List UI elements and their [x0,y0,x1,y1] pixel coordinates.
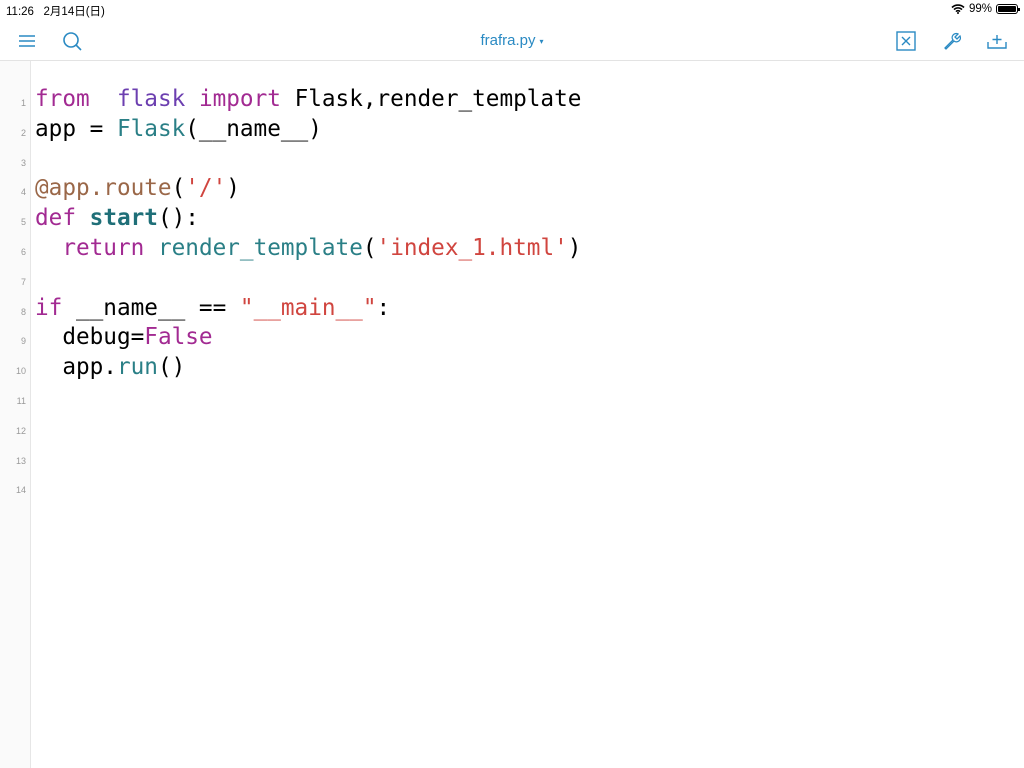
code-text: @app.route('/') [35,174,240,204]
code-token: run [116,354,158,381]
code-line[interactable]: 8 if __name__ == "__main__": [0,294,1024,324]
code-line[interactable]: 3 [0,145,1024,175]
line-number: 6 [20,246,26,257]
line-number: 13 [15,455,26,466]
code-token: ) [226,175,240,202]
code-token: ( [362,234,377,261]
date: 2月14日(日) [43,6,105,18]
code-token [90,86,117,112]
close-file-icon[interactable] [895,30,917,52]
code-text: app = Flask(__name__) [35,115,322,145]
code-token: ) [567,234,582,261]
wifi-icon [951,4,965,14]
code-token: app. [35,354,117,381]
line-number: 12 [15,425,26,436]
battery-icon [996,4,1020,14]
code-text: return render_template('index_1.html') [35,234,581,264]
code-line[interactable]: 10 app.run() [0,353,1024,383]
battery-percent: 99% [968,3,992,15]
wrench-icon[interactable] [941,30,963,52]
status-time: 11:26 2月14日(日) [6,3,105,19]
dropdown-caret-icon[interactable]: ▾ [539,36,544,46]
line-number: 11 [16,395,26,406]
line-number: 9 [20,336,26,347]
line-number: 2 [20,127,26,138]
code-token [185,86,199,112]
code-token: render_template [157,234,363,261]
code-line[interactable]: 14 [0,472,1024,502]
code-token: () [157,354,186,381]
code-token: @app.route [35,175,172,202]
code-line[interactable]: 7 [0,264,1024,294]
code-text: def start(): [35,204,199,234]
menu-icon[interactable] [16,30,38,52]
code-token: __name__ == [62,294,240,321]
code-token [144,235,158,261]
code-token: app = [35,115,117,142]
code-token: 'index_1.html' [376,234,568,261]
code-text: if __name__ == "__main__": [35,294,390,324]
time: 11:26 [6,6,34,18]
code-token: False [144,324,213,351]
line-number: 14 [15,485,26,496]
code-text: from flask import Flask,render_template [35,85,581,115]
code-token: "__main__" [239,294,377,321]
toolbar: frafra.py▾ [0,20,1024,61]
search-icon[interactable] [61,30,83,52]
line-number: 10 [15,366,26,377]
line-number: 3 [20,157,26,168]
line-number: 5 [20,217,26,228]
file-title[interactable]: frafra.py▾ [0,32,1024,49]
code-token: import [198,86,281,112]
code-token [76,205,90,231]
code-text: debug=False [35,323,213,353]
line-number: 8 [20,306,26,317]
code-line[interactable]: 11 [0,383,1024,413]
code-token: ( [171,175,186,202]
code-line[interactable]: 1 from flask import Flask,render_template [0,85,1024,115]
code-line[interactable]: 12 [0,413,1024,443]
code-token: from [35,86,90,112]
line-number: 1 [20,98,26,108]
line-number: 7 [20,276,26,287]
line-number-gutter [0,61,31,768]
code-line[interactable]: 9 debug=False [0,323,1024,353]
code-token: Flask [116,115,186,142]
code-token: debug= [35,324,145,351]
code-editor[interactable]: 1 from flask import Flask,render_template… [0,85,1024,502]
code-token: flask [116,86,186,112]
code-token: '/' [185,175,227,202]
code-token [35,235,62,261]
code-line[interactable]: 13 [0,443,1024,473]
add-icon[interactable] [986,30,1008,52]
code-token: start [89,205,158,232]
code-token: def [35,205,76,232]
file-name[interactable]: frafra.py [480,32,536,49]
code-line[interactable]: 2 app = Flask(__name__) [0,115,1024,145]
line-number: 4 [20,187,26,198]
code-token: if [35,294,63,321]
status-bar: 11:26 2月14日(日) 99% [0,0,1024,20]
code-line[interactable]: 4 @app.route('/') [0,174,1024,204]
status-right: 99% [951,3,1020,15]
code-token: (__name__) [185,115,322,142]
code-token: : [376,294,391,321]
code-token: return [62,234,145,261]
code-line[interactable]: 6 return render_template('index_1.html') [0,234,1024,264]
code-token: (): [157,205,199,232]
code-token: Flask,render_template [280,86,582,112]
code-text: app.run() [35,353,185,383]
code-line[interactable]: 5 def start(): [0,204,1024,234]
